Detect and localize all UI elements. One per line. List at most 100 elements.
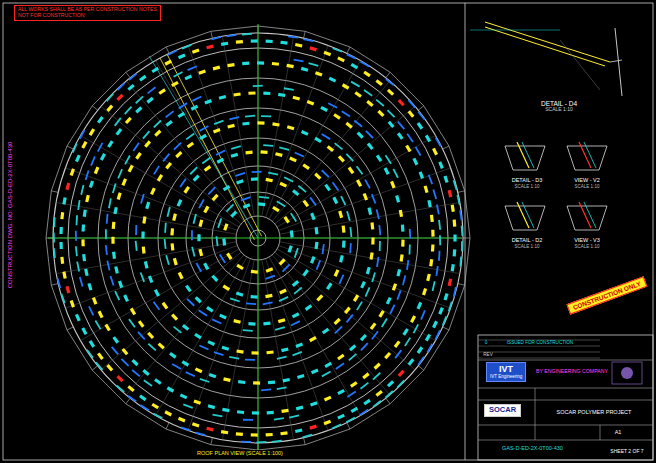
tag-mark (435, 266, 438, 276)
roof-tag (139, 75, 147, 82)
ring-tick (304, 438, 306, 445)
roof-tag (424, 185, 429, 193)
roof-tag (125, 117, 132, 124)
rafter-line (262, 260, 294, 440)
tag-mark (147, 86, 156, 94)
detail-member (522, 202, 534, 228)
tag-mark (417, 356, 424, 365)
roof-tag (366, 100, 373, 107)
rafter-line (80, 136, 238, 228)
tag-mark (214, 120, 224, 125)
detail-caption: VIEW - V2 (573, 177, 601, 183)
roof-tag (75, 154, 81, 162)
revision-row-line (478, 358, 600, 359)
roof-tag (417, 302, 423, 310)
roof-tag (349, 344, 356, 351)
roof-tag (164, 410, 172, 416)
roof-tag (398, 370, 405, 377)
roof-tag (429, 259, 433, 266)
roof-tag (81, 327, 87, 335)
roof-tag (326, 282, 333, 290)
tag-mark (340, 196, 346, 206)
tag-mark (322, 244, 325, 254)
roof-tag (315, 227, 319, 234)
roof-tag (104, 324, 110, 332)
roof-tag (94, 166, 100, 174)
tag-mark (132, 369, 141, 377)
roof-tag (198, 219, 203, 227)
roof-tag (221, 430, 228, 434)
tag-mark (106, 214, 109, 224)
tag-mark (402, 275, 406, 285)
roof-tag (171, 243, 175, 250)
roof-tag (113, 207, 117, 214)
roof-tag (178, 112, 186, 118)
title-row-line (478, 360, 653, 361)
roof-tag (142, 216, 146, 223)
roof-tag (258, 202, 265, 206)
tag-mark (178, 102, 187, 109)
tag-mark (335, 363, 344, 370)
roof-tag (376, 154, 383, 162)
walkway-line (167, 54, 262, 236)
detail-member (522, 142, 534, 168)
tag-mark (76, 215, 78, 225)
roof-tag (295, 428, 303, 433)
roof-tag (292, 96, 300, 101)
roof-tag (130, 308, 136, 316)
detail-member (579, 142, 591, 168)
roof-tag (206, 45, 214, 50)
roof-tag (432, 148, 438, 156)
stamp-box: CONSTRUCTION ONLY (567, 276, 648, 315)
roof-tag (337, 389, 345, 395)
roof-tag (267, 411, 274, 415)
roof-tag (251, 177, 258, 181)
roof-tag (283, 378, 290, 383)
detail-leader (560, 40, 600, 90)
tag-mark (241, 196, 251, 201)
tag-mark (433, 189, 438, 199)
tag-mark (321, 170, 329, 178)
tag-mark (290, 213, 297, 222)
roof-tag (432, 321, 438, 329)
tag-mark (360, 382, 369, 390)
rafter-line (275, 252, 415, 370)
roof-tag (89, 340, 95, 348)
roof-tag (89, 180, 94, 188)
roof-tag (123, 294, 129, 302)
tag-mark (294, 287, 303, 295)
detail-title: DETAIL - D4 (539, 100, 579, 107)
tag-mark (97, 142, 103, 152)
roof-tag (268, 380, 275, 384)
tag-mark (303, 38, 313, 42)
tag-mark (341, 110, 350, 117)
roof-tag (275, 152, 283, 157)
roof-tag (334, 269, 340, 277)
tag-mark (114, 291, 120, 301)
roof-tag (329, 77, 337, 83)
tag-mark (128, 319, 135, 328)
tag-mark (404, 337, 411, 346)
roof-tag (279, 258, 286, 265)
tag-mark (95, 362, 103, 371)
roof-tag (212, 194, 219, 201)
roof-tag (127, 84, 134, 91)
tag-mark (432, 281, 436, 291)
rafter-line (266, 45, 329, 217)
roof-tag (397, 132, 404, 140)
tag-mark (219, 254, 226, 263)
tag-mark (328, 102, 338, 108)
tag-mark (459, 257, 462, 267)
roof-tag (309, 336, 317, 342)
tag-mark (427, 343, 434, 353)
tag-mark (308, 62, 318, 66)
roof-tag (305, 304, 313, 311)
tag-mark (346, 153, 354, 161)
tag-mark (140, 404, 149, 411)
tag-mark (217, 218, 222, 228)
roof-tag (223, 377, 231, 382)
tag-mark (140, 272, 145, 282)
tag-mark (196, 263, 202, 273)
roof-tag (172, 213, 177, 221)
tag-mark (309, 197, 316, 206)
